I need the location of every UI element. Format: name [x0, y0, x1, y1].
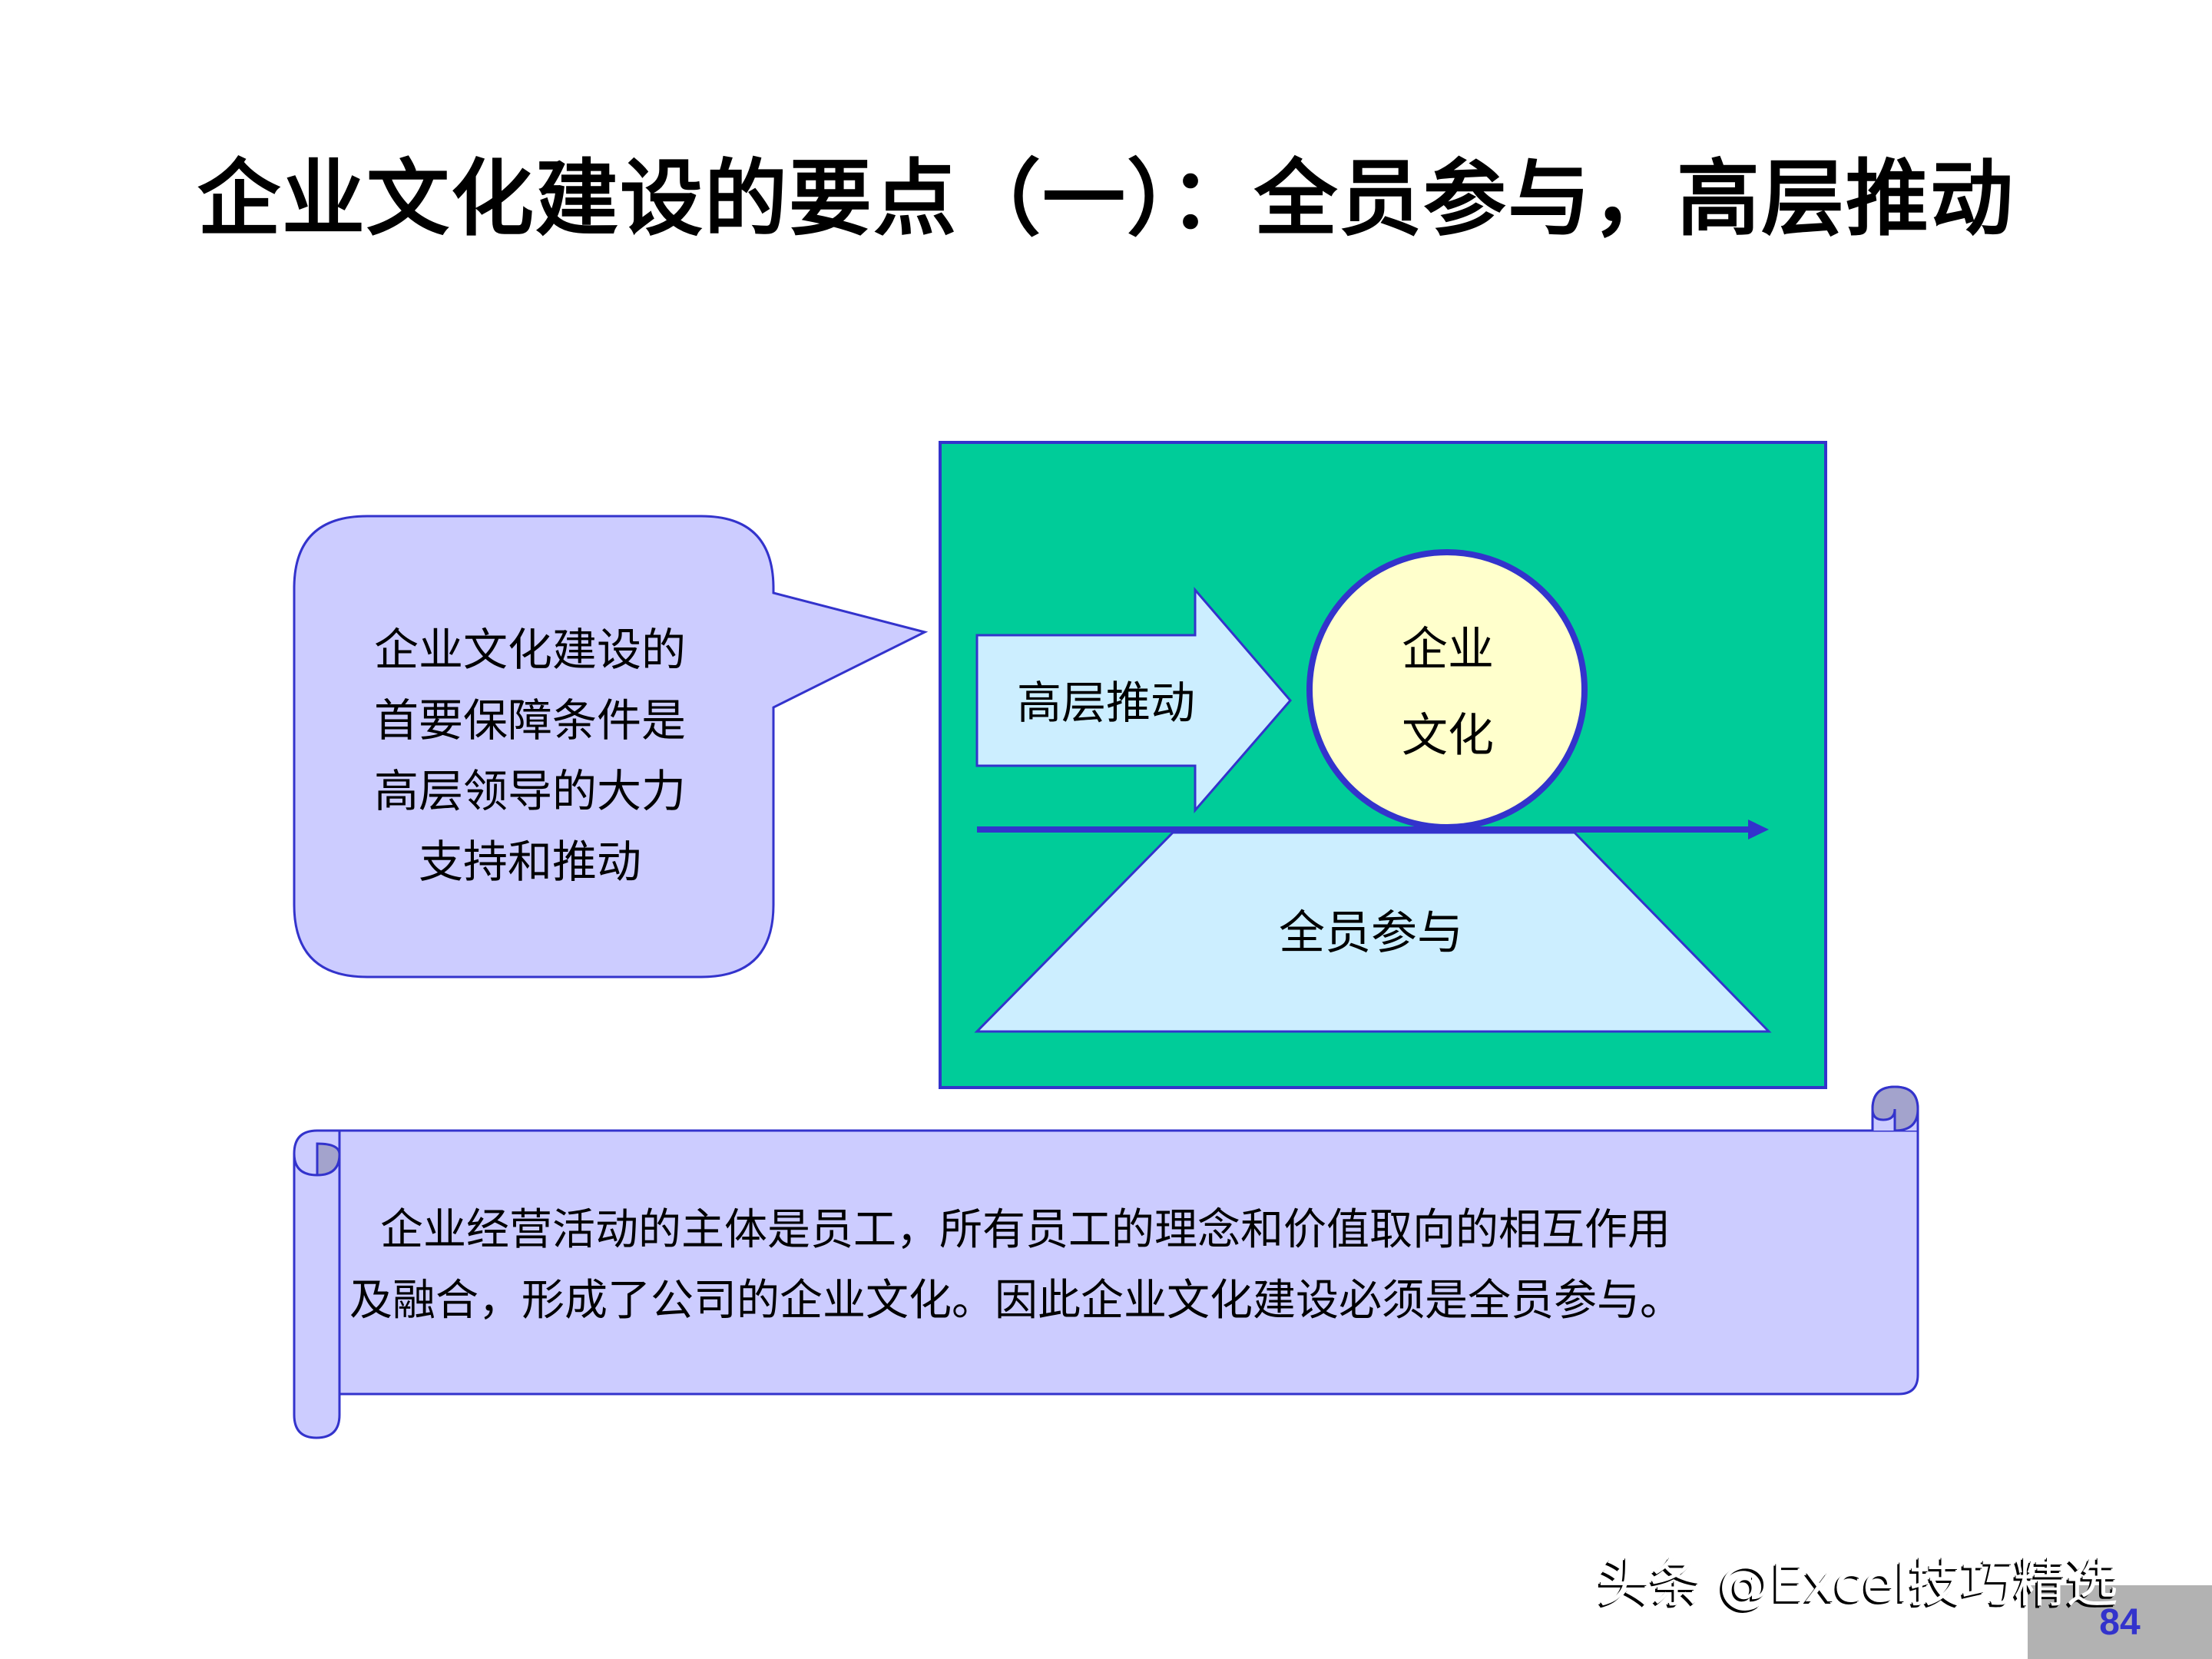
callout-line: 企业文化建设的 — [373, 624, 686, 676]
culture-circle — [1306, 549, 1588, 830]
circle-label-line: 企业 — [1402, 623, 1494, 677]
page-number: 84 — [2099, 1602, 2141, 1643]
page-number-box — [2028, 1585, 2212, 1659]
timeline-arrowhead-icon — [1748, 820, 1769, 839]
slide-title: 企业文化建设的要点（一）：全员参与，高层推动 — [197, 151, 2015, 247]
leadership-push-arrow — [975, 586, 1292, 814]
base-label: 全员参与 — [1279, 906, 1463, 960]
scroll-line: 企业经营活动的主体是员工，所有员工的理念和价值取向的相互作用 — [380, 1205, 1671, 1255]
scroll-text: 企业经营活动的主体是员工，所有员工的理念和价值取向的相互作用 及融合，形成了公司… — [349, 1195, 1878, 1336]
circle-label-line: 文化 — [1402, 709, 1494, 763]
callout-line: 支持和推动 — [418, 836, 641, 888]
arrow-label: 高层推动 — [1016, 677, 1195, 729]
callout-bubble — [293, 515, 929, 979]
callout-text: 企业文化建设的 首要保障条件是 高层领导的大力 支持和推动 — [323, 614, 737, 897]
callout-line: 高层领导的大力 — [373, 765, 686, 817]
scroll-banner — [293, 1085, 1919, 1439]
watermark: 头条 @Excel技巧精选 — [1598, 1554, 2118, 1614]
callout-line: 首要保障条件是 — [373, 694, 686, 747]
scroll-line: 及融合，形成了公司的企业文化。因此企业文化建设必须是全员参与。 — [349, 1276, 1683, 1326]
circle-label: 企业 文化 — [1352, 607, 1544, 779]
